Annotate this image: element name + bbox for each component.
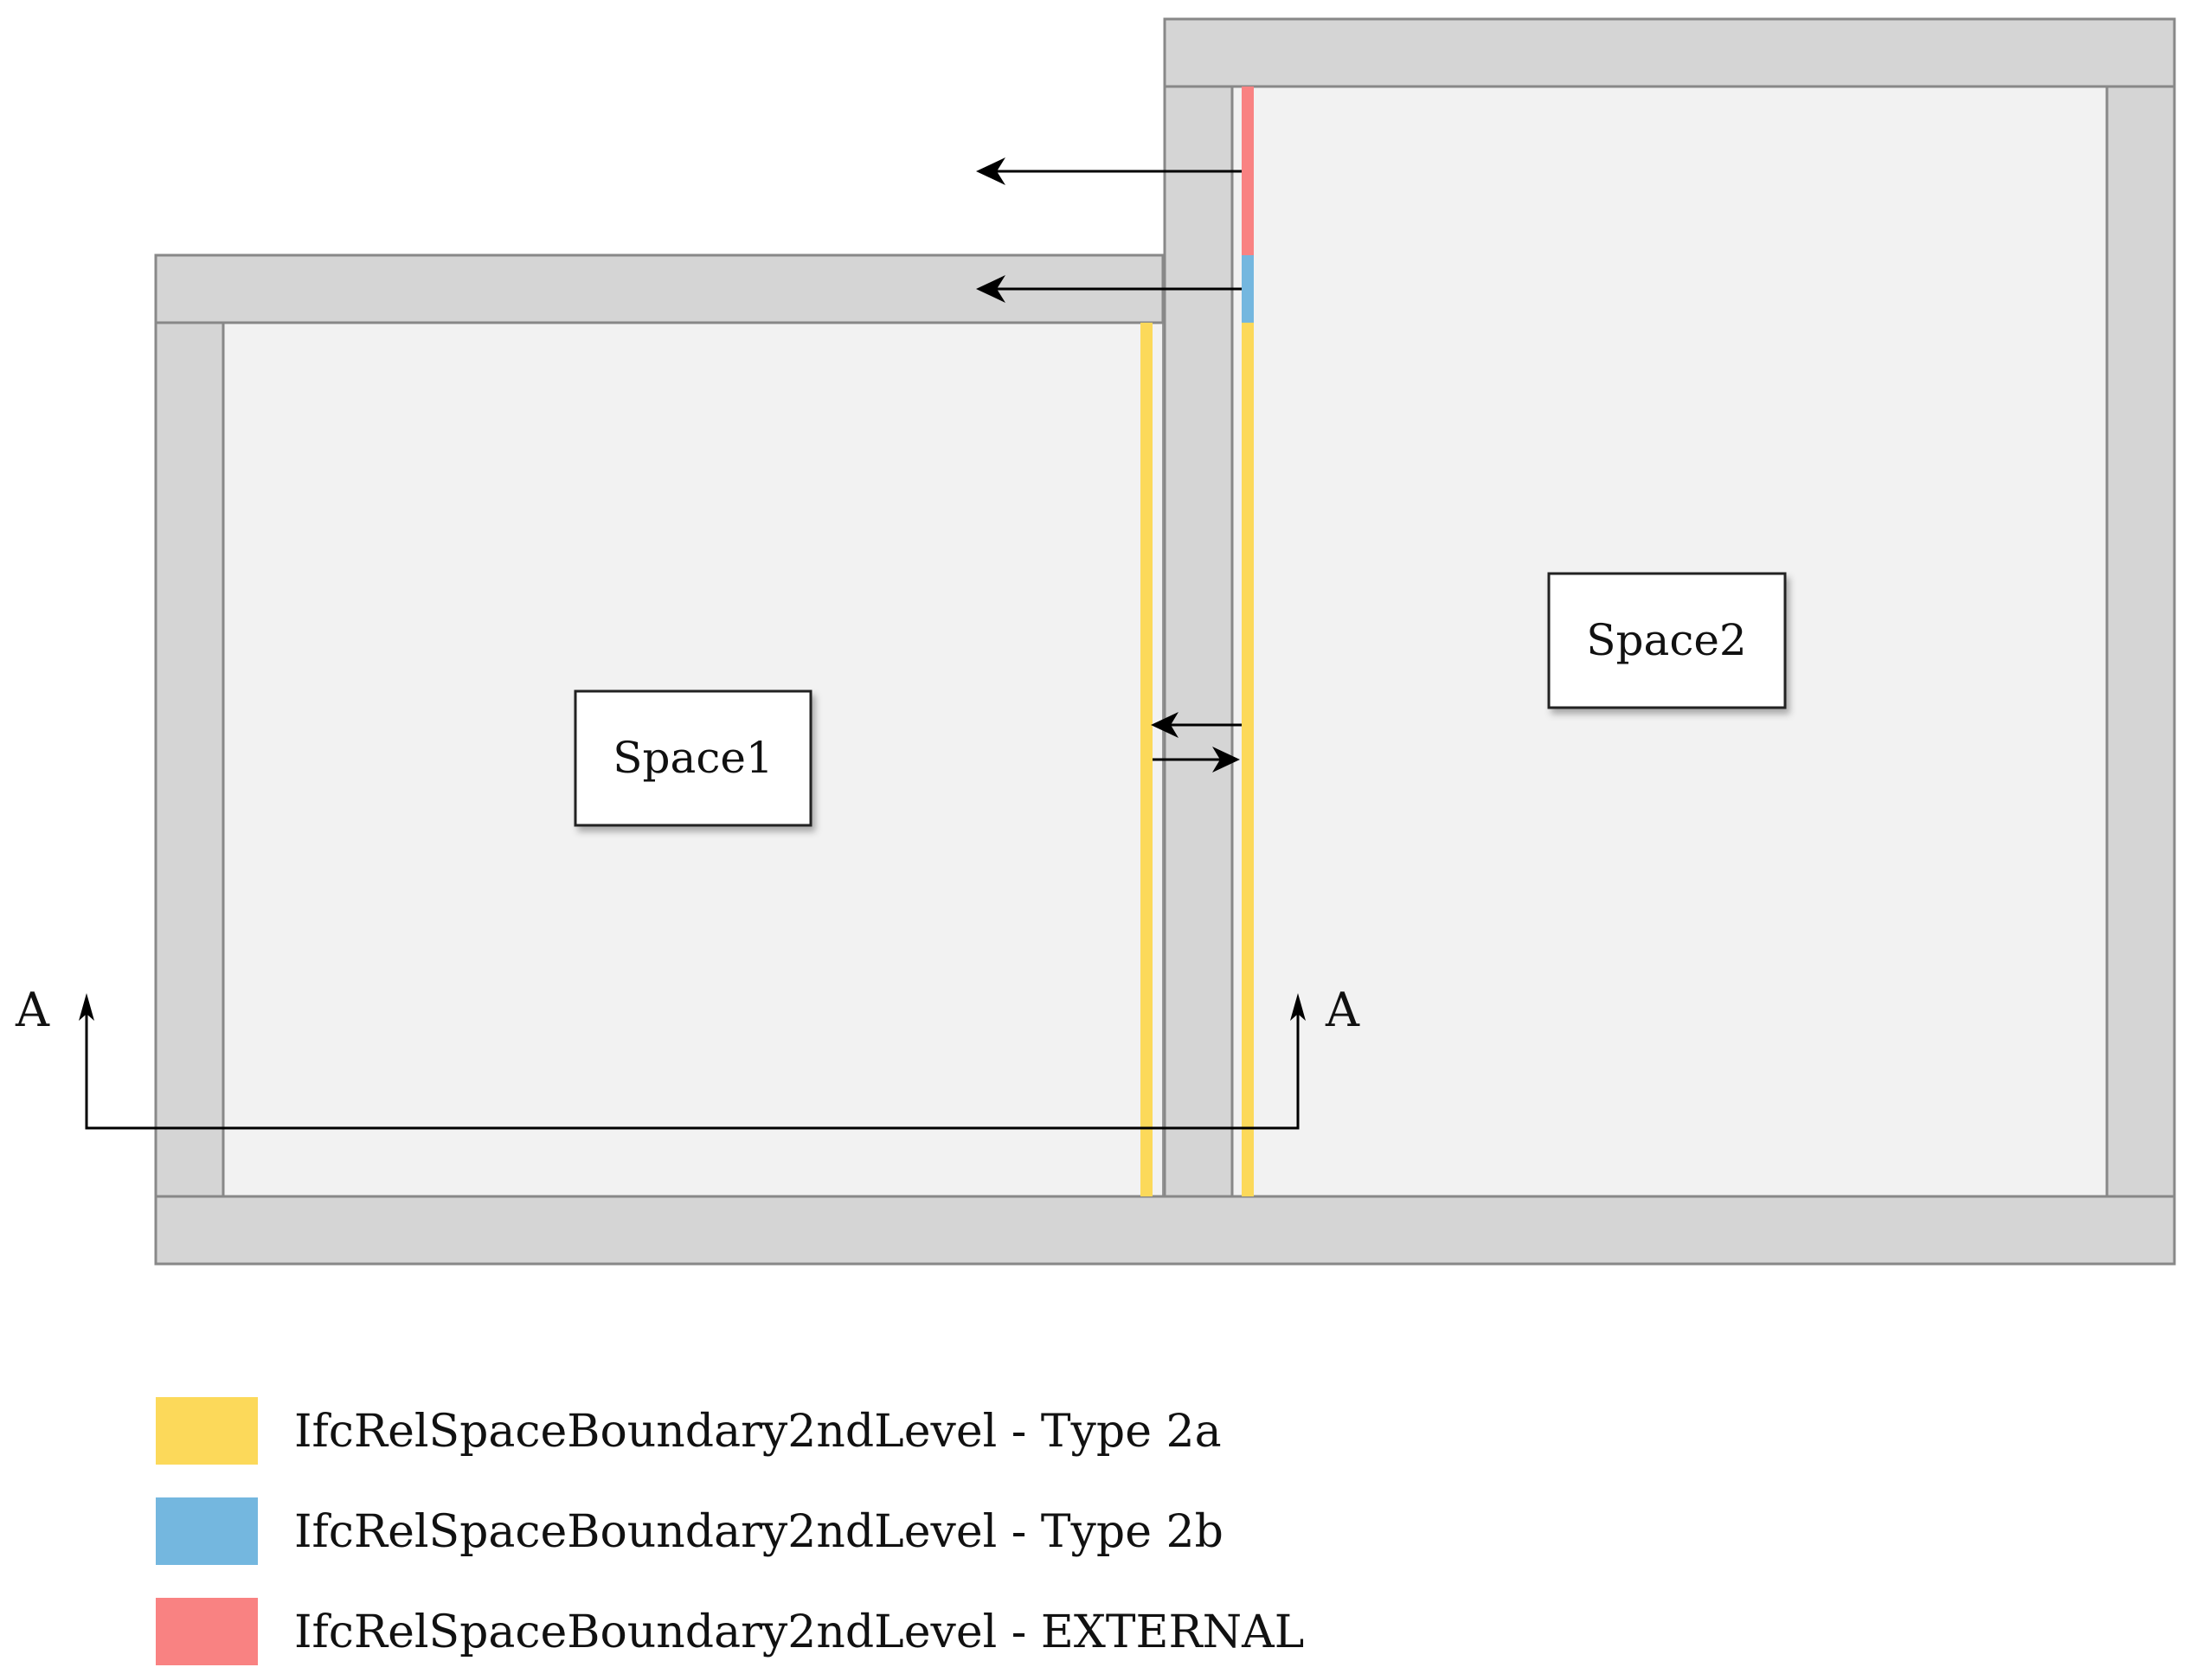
legend-swatch-type-2b [156, 1497, 258, 1565]
section-label-right: A [1325, 983, 1360, 1037]
legend: IfcRelSpaceBoundary2ndLevel - Type 2a If… [156, 1397, 1304, 1665]
space2-top-wall [1163, 17, 2176, 88]
space2-label-box: Space2 [1547, 572, 1787, 709]
section-label-left: A [15, 983, 50, 1037]
legend-swatch-external [156, 1598, 258, 1665]
space2-boundary-external [1242, 87, 1254, 255]
space2-boundary-type-2b [1242, 255, 1254, 323]
space1-label: Space1 [613, 733, 773, 783]
section-right-arrow-icon [1290, 993, 1306, 1021]
legend-item-type-2a: IfcRelSpaceBoundary2ndLevel - Type 2a [156, 1397, 1222, 1465]
space2-boundary-type-2a [1242, 323, 1254, 1196]
section-line-a [85, 1005, 1300, 1130]
section-left-arrow-icon [79, 993, 94, 1021]
space1-label-box: Space1 [574, 689, 812, 827]
arrow-external-outward [976, 157, 1242, 185]
bottom-wall [154, 1195, 2176, 1266]
legend-label-type-2a: IfcRelSpaceBoundary2ndLevel - Type 2a [294, 1406, 1222, 1458]
space2-label: Space2 [1586, 615, 1746, 665]
legend-item-external: IfcRelSpaceBoundary2ndLevel - EXTERNAL [156, 1598, 1304, 1665]
space1-boundary-type-2a [1140, 323, 1153, 1196]
legend-swatch-type-2a [156, 1397, 258, 1465]
arrow-type-2b-outward [976, 275, 1242, 303]
arrow-space1-to-space2 [1153, 747, 1240, 773]
legend-label-external: IfcRelSpaceBoundary2ndLevel - EXTERNAL [294, 1606, 1304, 1658]
arrow-space2-to-space1 [1151, 712, 1242, 738]
legend-item-type-2b: IfcRelSpaceBoundary2ndLevel - Type 2b [156, 1497, 1223, 1565]
partition-wall [1163, 85, 1234, 1198]
legend-label-type-2b: IfcRelSpaceBoundary2ndLevel - Type 2b [294, 1506, 1223, 1558]
space1-left-wall [154, 321, 225, 1198]
space2-right-wall [2105, 85, 2176, 1198]
